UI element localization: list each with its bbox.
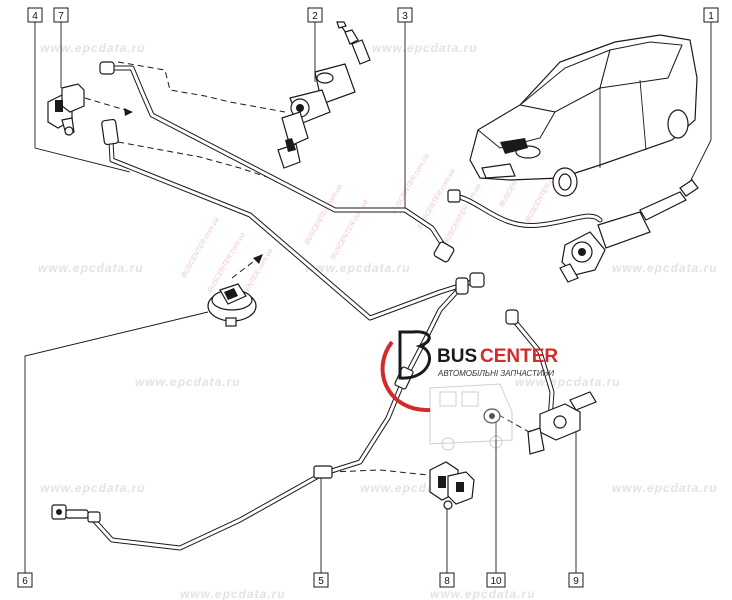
pipe-fitting [99, 61, 115, 75]
pipe-fitting [433, 241, 455, 263]
logo-brand-suffix: CENTER [480, 346, 558, 367]
pipe-fitting [101, 118, 119, 146]
callout-label: 1 [708, 11, 714, 22]
callout-label: 8 [444, 576, 450, 587]
callout-10: 10 [486, 422, 506, 588]
brake-pipe-middle [101, 118, 485, 321]
callout-label: 4 [32, 11, 38, 22]
callout-label: 7 [58, 11, 64, 22]
watermark-text: www.epcdata.ru [40, 481, 146, 495]
callout-label: 10 [490, 576, 502, 587]
watermark-text: www.epcdata.ru [180, 587, 286, 600]
watermark-text: www.epcdata.ru [372, 41, 478, 55]
master-cylinder-upper [277, 21, 371, 169]
vehicle-illustration [469, 34, 698, 197]
callout-9: 9 [568, 428, 584, 588]
watermark-small: BUSCENTER.com.ua [181, 216, 221, 279]
pipe-clip-7 [47, 83, 85, 136]
callout-label: 3 [402, 11, 408, 22]
watermark-small: BUSCENTER.com.ua [207, 231, 247, 294]
watermark-text: www.epcdata.ru [135, 375, 241, 389]
callout-7: 7 [53, 7, 69, 88]
callout-8: 8 [439, 506, 455, 588]
watermark-small: BUSCENTER.com.ua [304, 183, 344, 246]
brake-pipe-lower [51, 277, 469, 551]
pipe-clip-8 [429, 461, 475, 510]
pipe-fitting [455, 277, 469, 295]
watermark-small: BUSCENTER.com.ua [391, 153, 431, 216]
clutch-master-cylinder [447, 179, 699, 283]
pipe-sleeve [313, 465, 333, 479]
pipe-fitting [469, 272, 485, 288]
watermark-text: www.epcdata.ru [612, 481, 718, 495]
callout-label: 5 [318, 576, 324, 587]
pipe-end-connector [51, 504, 101, 523]
watermark-text: www.epcdata.ru [38, 261, 144, 275]
watermark-text: www.epcdata.ru [612, 261, 718, 275]
callout-3: 3 [397, 7, 413, 208]
pipe-clip-10 [483, 408, 501, 424]
callout-label: 9 [573, 576, 579, 587]
callout-6: 6 [17, 311, 209, 588]
callout-label: 6 [22, 576, 28, 587]
callout-5: 5 [313, 478, 329, 588]
callout-4: 4 [27, 7, 131, 173]
logo-bus-graphic [429, 383, 513, 451]
logo-tagline: АВТОМОБІЛЬНІ ЗАПЧАСТИНИ [437, 369, 554, 378]
watermark-text: www.epcdata.ru [40, 41, 146, 55]
callout-label: 2 [312, 11, 318, 22]
watermark-text: www.epcdata.ru [515, 375, 621, 389]
watermark-text: www.epcdata.ru [305, 261, 411, 275]
pipe-clip-round [207, 283, 257, 327]
callout-1: 1 [689, 7, 719, 183]
logo-brand-prefix: BUS [437, 346, 477, 367]
clutch-slave-assembly [505, 309, 597, 455]
watermark-text: www.epcdata.ru [430, 587, 536, 600]
brake-pipe-upper [99, 61, 455, 263]
buscenter-logo: BUS CENTER АВТОМОБІЛЬНІ ЗАПЧАСТИНИ [380, 330, 558, 451]
